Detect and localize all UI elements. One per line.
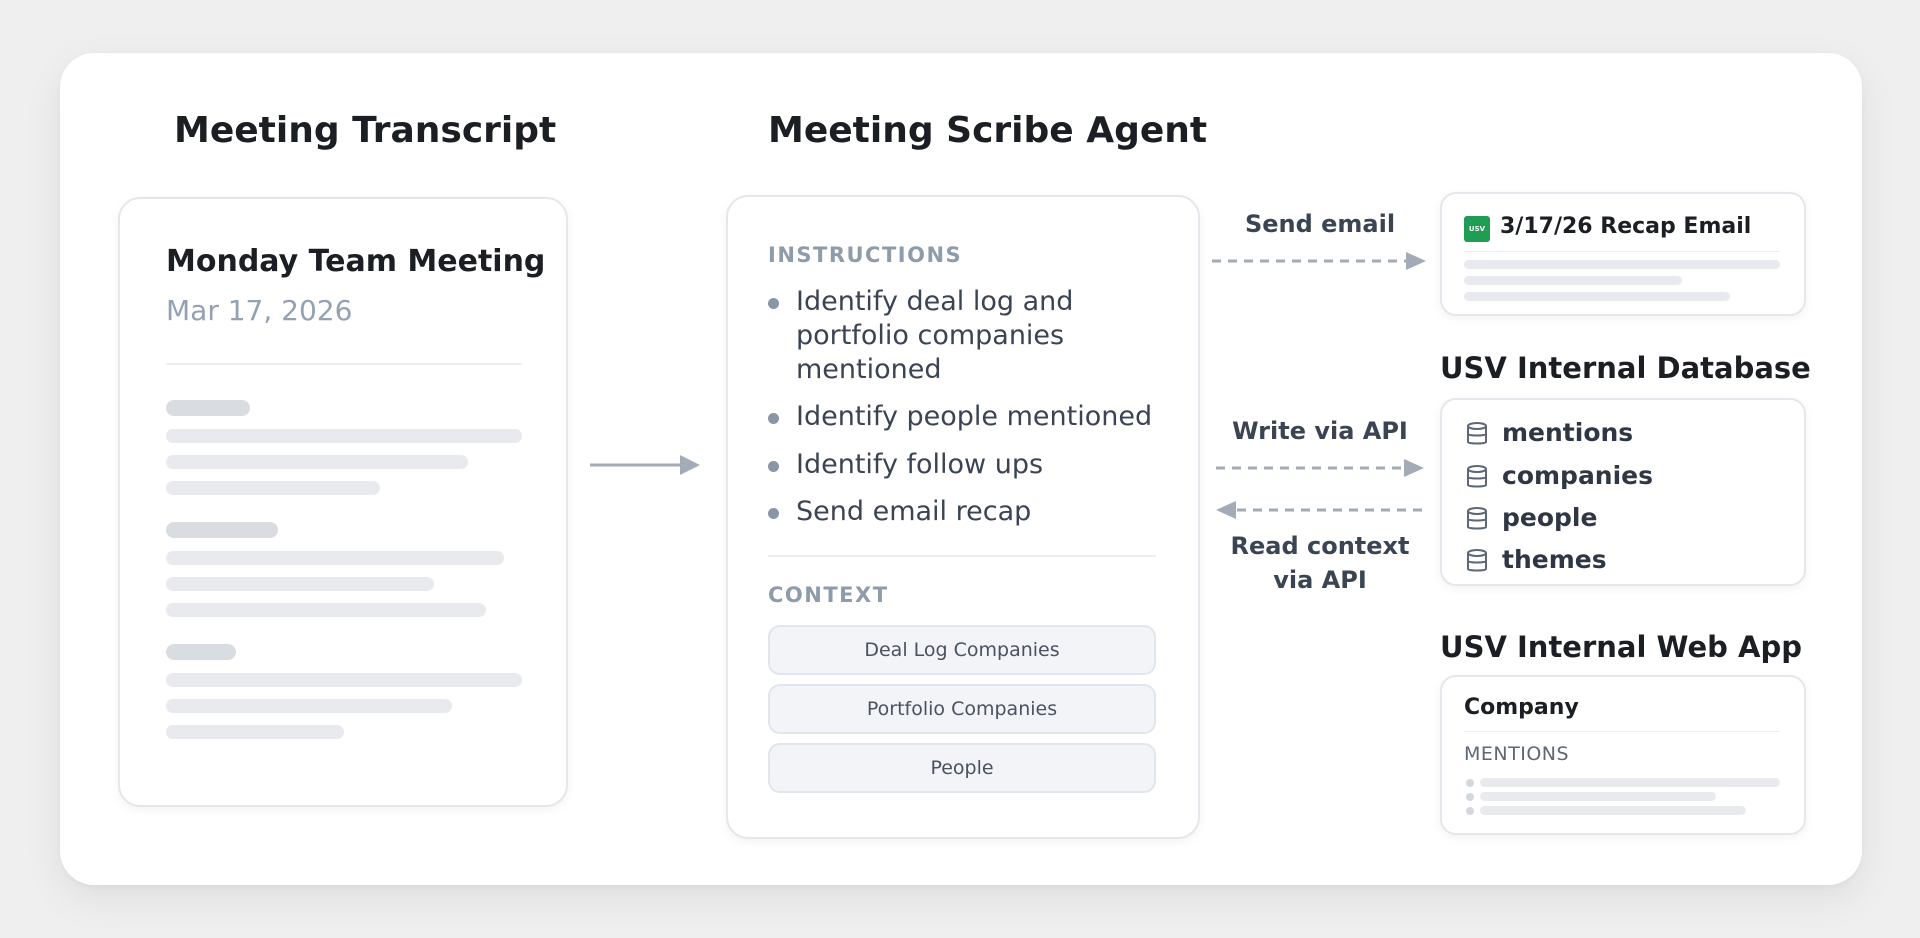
instructions-label: INSTRUCTIONS: [768, 243, 963, 267]
email-title: 3/17/26 Recap Email: [1500, 214, 1752, 239]
instruction-item: Send email recap: [796, 496, 1032, 527]
context-label: CONTEXT: [768, 583, 889, 607]
edge-label-read-context-cont: via API: [1273, 566, 1367, 594]
webapp-section-label: MENTIONS: [1464, 743, 1570, 765]
email-badge-icon: USV: [1464, 216, 1490, 242]
placeholder-line: [1464, 276, 1682, 285]
email-divider: [1464, 251, 1780, 252]
arrow-send-email: [1212, 252, 1426, 270]
context-chip-deal-log: Deal Log Companies: [768, 625, 1156, 675]
db-table-mentions: mentions: [1502, 418, 1634, 447]
context-chip-people: People: [768, 743, 1156, 793]
edge-label-send-email: Send email: [1244, 210, 1396, 238]
placeholder-line: [166, 551, 504, 565]
placeholder-line: [166, 603, 486, 617]
transcript-card: Monday Team Meeting Mar 17, 2026: [118, 197, 568, 807]
placeholder-line: [1464, 260, 1780, 269]
instruction-item: Identify people mentioned: [796, 401, 1153, 432]
webapp-heading: USV Internal Web App: [1440, 630, 1802, 664]
transcript-heading: Meeting Transcript: [174, 110, 557, 151]
database-icon: [1467, 507, 1487, 530]
agent-divider: [768, 555, 1156, 557]
transcript-title: Monday Team Meeting: [166, 244, 546, 279]
placeholder-line: [166, 699, 452, 713]
arrow-read-context: [1216, 501, 1422, 519]
placeholder-line: [1480, 792, 1716, 801]
arrow-write-api: [1216, 459, 1424, 477]
webapp-title: Company: [1464, 695, 1579, 720]
transcript-date: Mar 17, 2026: [166, 294, 353, 327]
placeholder-heading: [166, 522, 278, 538]
database-icon: [1467, 465, 1487, 488]
bullet-icon: [768, 461, 779, 472]
database-icon: [1467, 422, 1487, 445]
placeholder-heading: [166, 644, 236, 660]
instruction-item: Identify follow ups: [796, 449, 1044, 480]
bullet-icon: [1466, 793, 1474, 801]
database-icon: [1467, 549, 1487, 572]
placeholder-line: [166, 455, 468, 469]
bullet-icon: [768, 298, 779, 309]
connector-arrows: [590, 252, 1426, 519]
bullet-icon: [768, 413, 779, 424]
database-card: mentions companies people themes: [1440, 398, 1806, 586]
webapp-divider: [1464, 731, 1780, 732]
email-card: USV 3/17/26 Recap Email: [1440, 192, 1806, 316]
placeholder-line: [1480, 806, 1746, 815]
db-table-people: people: [1502, 503, 1598, 532]
bullet-icon: [768, 508, 779, 519]
placeholder-line: [166, 673, 522, 687]
placeholder-line: [1480, 778, 1780, 787]
placeholder-heading: [166, 400, 250, 416]
placeholder-line: [166, 725, 344, 739]
edge-label-write-api: Write via API: [1232, 417, 1408, 445]
db-table-themes: themes: [1502, 545, 1607, 574]
context-chip-portfolio: Portfolio Companies: [768, 684, 1156, 734]
placeholder-line: [166, 577, 434, 591]
diagram-canvas: Meeting Transcript Meeting Scribe Agent …: [60, 53, 1862, 885]
bullet-icon: [1466, 807, 1474, 815]
database-heading: USV Internal Database: [1440, 351, 1811, 385]
edge-label-read-context: Read context: [1230, 532, 1410, 560]
db-table-companies: companies: [1502, 461, 1654, 490]
placeholder-line: [166, 481, 380, 495]
agent-heading: Meeting Scribe Agent: [768, 110, 1208, 151]
instruction-item: Identify deal log and portfolio companie…: [796, 286, 1074, 385]
placeholder-line: [166, 429, 522, 443]
bullet-icon: [1466, 779, 1474, 787]
agent-card: INSTRUCTIONS Identify deal log and portf…: [726, 195, 1200, 839]
placeholder-line: [1464, 292, 1730, 301]
webapp-card: Company MENTIONS: [1440, 675, 1806, 835]
transcript-divider: [166, 363, 522, 365]
arrow-transcript-to-agent: [590, 455, 700, 475]
